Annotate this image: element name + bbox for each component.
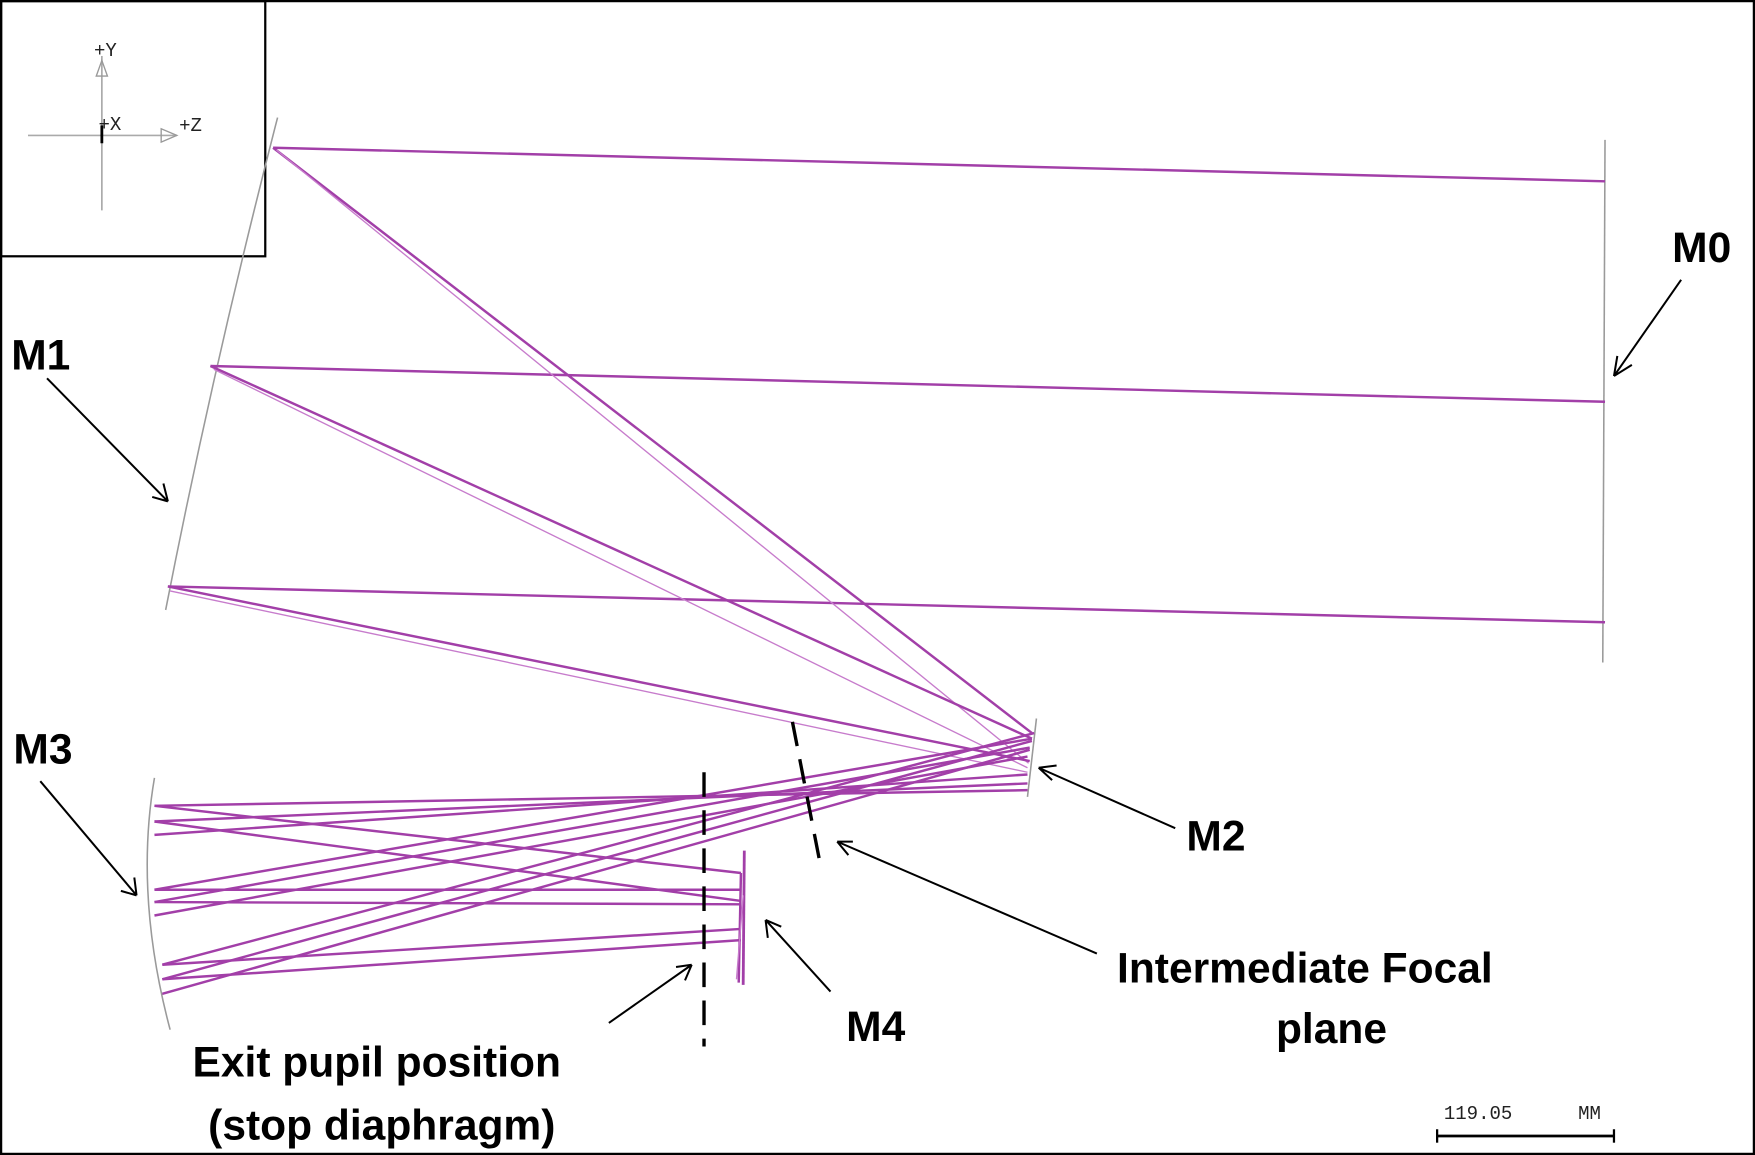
mirror-m4: [741, 850, 746, 985]
mirror-m1: [164, 117, 279, 611]
mirror-surfaces: [146, 117, 1606, 1030]
ray-bundle: [154, 146, 1606, 996]
axis-z-label: +Z: [179, 115, 202, 137]
arrow-m2: [1037, 764, 1176, 830]
arrow-ifp: [836, 840, 1098, 955]
coordinate-axes-inset: +Y +X +Z: [0, 0, 267, 258]
label-m3: M3: [13, 725, 72, 773]
label-m1: M1: [11, 331, 70, 379]
arrow-m3: [39, 780, 138, 897]
label-exit-line2: (stop diaphragm): [208, 1101, 555, 1149]
arrow-m4: [764, 919, 832, 993]
arrow-exit-pupil: [608, 963, 693, 1024]
scale-value: 119.05: [1444, 1103, 1512, 1125]
label-m4: M4: [846, 1003, 905, 1051]
intermediate-focal-plane: [790, 721, 824, 872]
label-m0: M0: [1672, 224, 1731, 272]
mirror-m3: [146, 777, 171, 1030]
label-ifp-line2: plane: [1276, 1005, 1387, 1053]
mirror-m2: [1026, 718, 1038, 797]
callout-arrows: [39, 279, 1682, 1024]
label-m2: M2: [1186, 813, 1245, 861]
scale-bar: 119.05 MM: [1436, 1103, 1616, 1143]
arrow-m1: [46, 377, 169, 503]
arrow-m0: [1612, 279, 1682, 377]
scale-unit: MM: [1578, 1103, 1601, 1125]
label-ifp-line1: Intermediate Focal: [1117, 945, 1493, 993]
axis-x-label: +X: [98, 114, 121, 136]
axis-y-label: +Y: [94, 40, 117, 62]
label-exit-line1: Exit pupil position: [193, 1039, 561, 1087]
